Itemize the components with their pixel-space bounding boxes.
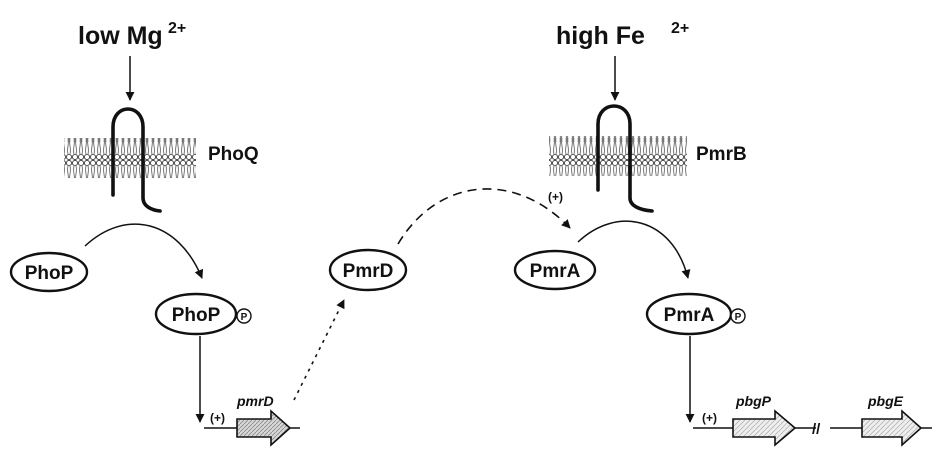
membrane-right — [549, 136, 687, 176]
phosphate-label-pmra: P — [735, 312, 742, 323]
translation-arrow-pmrd — [293, 299, 345, 401]
phosphate-label-phop: P — [241, 312, 248, 323]
stimulus-high-fe: high Fe 2+ — [556, 20, 689, 50]
stimulus-high-fe-label: high Fe — [556, 22, 645, 50]
gene-pbgp-label: pbgP — [735, 393, 772, 409]
gene-pbge-label: pbgE — [867, 393, 904, 409]
protein-pmra-phosphorylated-label: PmrA — [664, 305, 715, 326]
sensor-phoq-label: PhoQ — [208, 144, 259, 165]
gene-pbge-arrow — [861, 409, 923, 447]
activation-label-pmra: (+) — [548, 190, 563, 204]
gene-pmrd-label: pmrD — [236, 393, 274, 409]
phosphorylation-arrow-right — [577, 220, 691, 279]
stimulus-low-mg-label: low Mg — [78, 22, 163, 50]
membrane-left — [64, 138, 196, 178]
activation-label-pmrd: (+) — [210, 411, 225, 425]
sensor-phoq-shape — [111, 107, 162, 213]
phosphorylation-arrow-left — [84, 223, 204, 279]
pmrd-activation-arrow — [397, 188, 571, 245]
protein-pmra — [513, 249, 597, 291]
protein-pmrd-label: PmrD — [343, 261, 394, 282]
stimulus-high-fe-superscript: 2+ — [671, 20, 689, 37]
sensor-pmrb-label: PmrB — [696, 144, 747, 165]
dna-break-gap — [816, 421, 830, 435]
protein-phop-phosphorylated-label: PhoP — [172, 305, 221, 326]
protein-pmra-label: PmrA — [530, 261, 581, 282]
gene-pmrd-arrow — [236, 409, 292, 447]
gene-pbgp-arrow — [732, 409, 797, 447]
stimulus-low-mg: low Mg 2+ — [78, 20, 186, 50]
protein-phop — [9, 251, 89, 293]
phosphate-icon-pmra — [730, 308, 746, 324]
dna-break-label: // — [812, 421, 821, 438]
protein-phop-phosphorylated — [154, 292, 238, 336]
sensor-pmrb-shape — [596, 104, 654, 213]
protein-phop-label: PhoP — [25, 263, 74, 284]
protein-pmrd — [328, 248, 408, 292]
stimulus-low-mg-superscript: 2+ — [168, 20, 186, 37]
activation-label-pbgp: (+) — [702, 411, 717, 425]
phosphate-icon-phop — [236, 308, 252, 324]
